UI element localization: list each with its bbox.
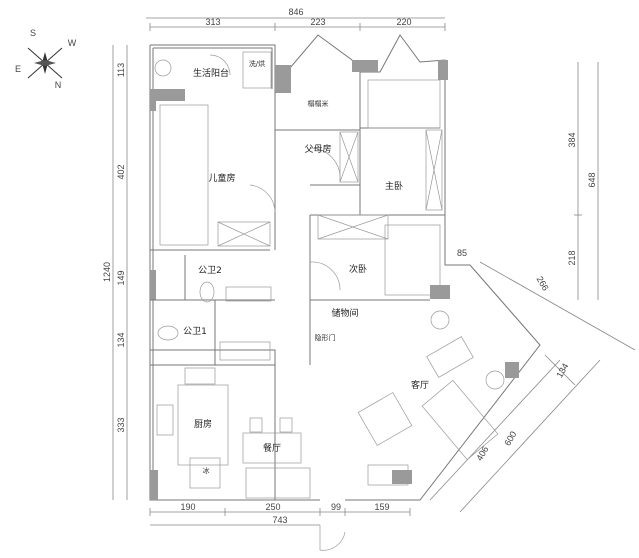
dim-left: 113 [116,63,126,77]
walls [149,34,541,501]
compass-e: E [15,64,21,74]
dim-right-total: 648 [587,172,597,187]
label-dining-room: 餐厅 [263,442,281,454]
dim-left: 149 [116,270,126,285]
dim-right: 218 [567,250,577,265]
bottom-dimensions: 190 250 99 159 743 [149,502,411,551]
label-hidden-door: 隐形门 [315,333,336,342]
label-master-bedroom: 主卧 [385,180,403,192]
label-bath1: 公卫1 [183,326,207,337]
dim-right: 384 [567,132,577,147]
label-washer: 洗/烘 [249,59,265,68]
dim-bottom: 99 [331,502,341,512]
label-parents-room: 父母房 [304,143,331,155]
label-tatami: 榻榻米 [308,99,329,108]
label-bath2: 公卫2 [198,265,222,276]
compass-n: N [55,80,62,90]
dim-diag: 266 [535,274,551,292]
dim-top: 223 [310,17,325,27]
top-dimensions: 846 313 223 220 [146,7,446,31]
dim-left: 402 [116,164,126,179]
label-storage: 储物间 [331,307,358,319]
label-living-room: 客厅 [411,379,429,391]
compass-w: W [68,38,77,48]
dim-top-total: 846 [288,7,303,17]
right-dimensions: 384 218 648 85 [457,62,599,300]
dim-diag: 600 [502,429,518,447]
label-kitchen: 厨房 [194,418,212,430]
dim-diag: 134 [554,361,570,379]
label-fridge: 冰 [203,466,210,475]
room-labels: 生活阳台 洗/烘 榻榻米 父母房 儿童房 主卧 次卧 公卫2 公卫1 储物间 隐… [183,59,429,475]
label-second-bedroom: 次卧 [349,263,367,275]
left-dimensions: 1240 113 402 149 134 333 [102,45,128,500]
dim-left: 134 [116,332,126,347]
diagonal-dimensions: 266 134 406 600 [429,261,636,513]
dim-bottom-total: 743 [272,515,287,525]
label-balcony: 生活阳台 [193,67,229,79]
dim-top: 313 [205,17,220,27]
dim-bottom: 250 [265,502,280,512]
dim-left-total: 1240 [102,262,112,282]
dim-bottom: 159 [374,502,389,512]
label-kids-room: 儿童房 [208,172,235,184]
compass-icon: S W E N [15,28,77,90]
dim-bottom: 190 [180,502,195,512]
compass-s: S [30,28,36,38]
dim-85: 85 [457,248,467,258]
entry-door-icon [319,525,346,551]
dim-top: 220 [396,17,411,27]
dim-left: 333 [116,417,126,432]
